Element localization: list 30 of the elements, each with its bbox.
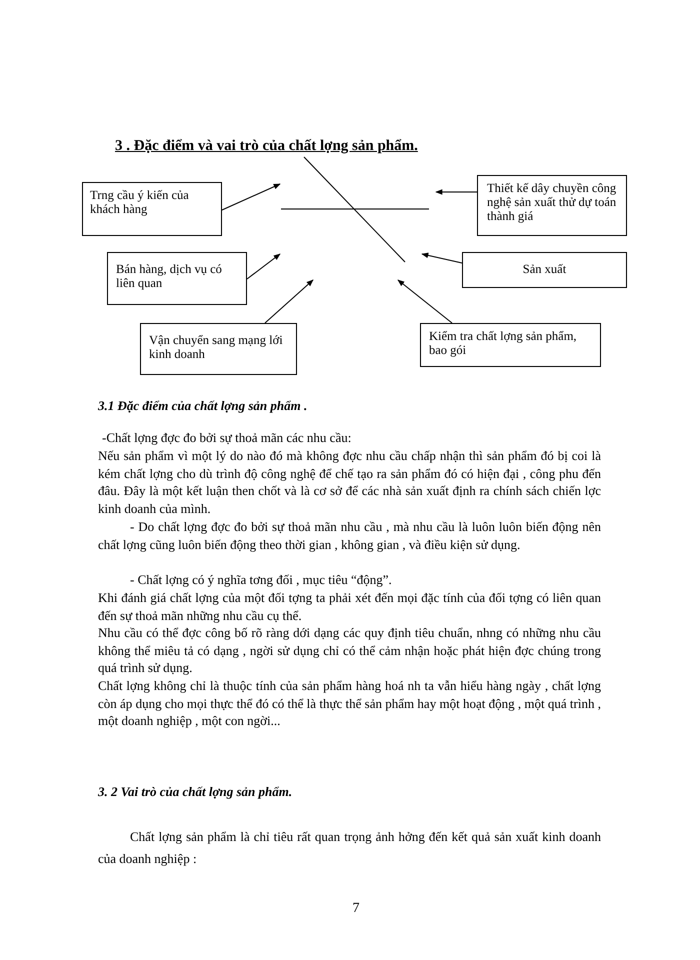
process-box: [462, 252, 627, 288]
arrow: [397, 280, 452, 324]
arrow: [264, 280, 314, 324]
section-heading: 3 . Đặc điểm và vai trò của chất lợng sản phẩm.: [115, 138, 418, 155]
page-number: 7: [352, 900, 360, 918]
box-label: Bán hàng, dịch vụ có liên quan: [116, 262, 223, 290]
arrow: [222, 184, 281, 210]
subsection-heading: 3. 2 Vai trò của chất lợng sản phẩm.: [98, 783, 294, 801]
paragraph: Khi đánh giá chất lợng của một đối tợng ta phải xét đến mọi đặc tính của đối tợng có liên quan đến sự thoả mãn những nhu cầu cụ thể.: [98, 589, 601, 624]
process-box: [477, 175, 627, 236]
arrow: [246, 254, 281, 280]
paragraph: Nếu sản phẩm vì một lý do nào đó mà không đợc nhu cầu chấp nhận thì sản phẩm đó bị coi là kém chất lợng cho dù trình độ công nghệ để chế tạo ra sản phẩm đó có hiện đại , công phu đến đâu. Đây là một kết luận then chốt và là cơ sở để các nhà sản xuất định ra chính sách chiến lợc kinh doanh của mình.: [98, 447, 601, 518]
paragraph: Nhu cầu có thể đợc công bố rõ ràng dới dạng các quy định tiêu chuẩn, nhng có những nhu cầu không thể miêu tả có dạng , ngời sử dụng chỉ có thể cảm nhận hoặc phát hiện đợc chúng trong quá trình sử dụng.: [98, 624, 601, 677]
box-label: Vận chuyển sang mạng lới kinh doanh: [149, 333, 284, 361]
process-box: [82, 182, 222, 236]
box-label: Sản xuất: [522, 262, 568, 276]
paragraph: - Do chất lợng đợc đo bởi sự thoả mãn nhu cầu , mà nhu cầu là luôn luôn biến động nên chất lợng cũng luôn biến động theo thời gian , không gian , và điều kiện sử dụng.: [98, 518, 601, 554]
process-box: [420, 323, 601, 367]
paragraph: -Chất lợng đợc đo bởi sự thoả mãn các nhu cầu:: [101, 429, 352, 447]
process-box: [140, 323, 297, 375]
paragraph: - Chất lợng có ý nghĩa tơng đối , mục tiêu “động”.: [129, 571, 393, 589]
box-label: Kiểm tra chất lợng sản phẩm, bao gói: [429, 329, 578, 357]
process-box: [107, 252, 247, 305]
subsection-heading: 3.1 Đặc điểm của chất lợng sản phẩm .: [98, 397, 308, 415]
box-label: Trng cầu ý kiến của khách hàng: [90, 188, 190, 216]
paragraph: Chất lợng không chỉ là thuộc tính của sản phẩm hàng hoá nh ta vẫn hiểu hàng ngày , chất lợng còn áp dụng cho mọi thực thể đó có thể là thực thể sản phẩm hay một hoạt động , một quá trình , một doanh nghiệp , một con ngời...: [98, 677, 601, 730]
arrow: [421, 252, 462, 264]
paragraph: Chất lợng sản phẩm là chỉ tiêu rất quan trọng ảnh hởng đến kết quả sản xuất kinh doanh của doanh nghiệp :: [98, 828, 601, 868]
arrow: [435, 189, 478, 195]
box-label: Thiết kế dây chuyền công nghệ sản xuất thử dự toán thành giá: [487, 181, 618, 223]
